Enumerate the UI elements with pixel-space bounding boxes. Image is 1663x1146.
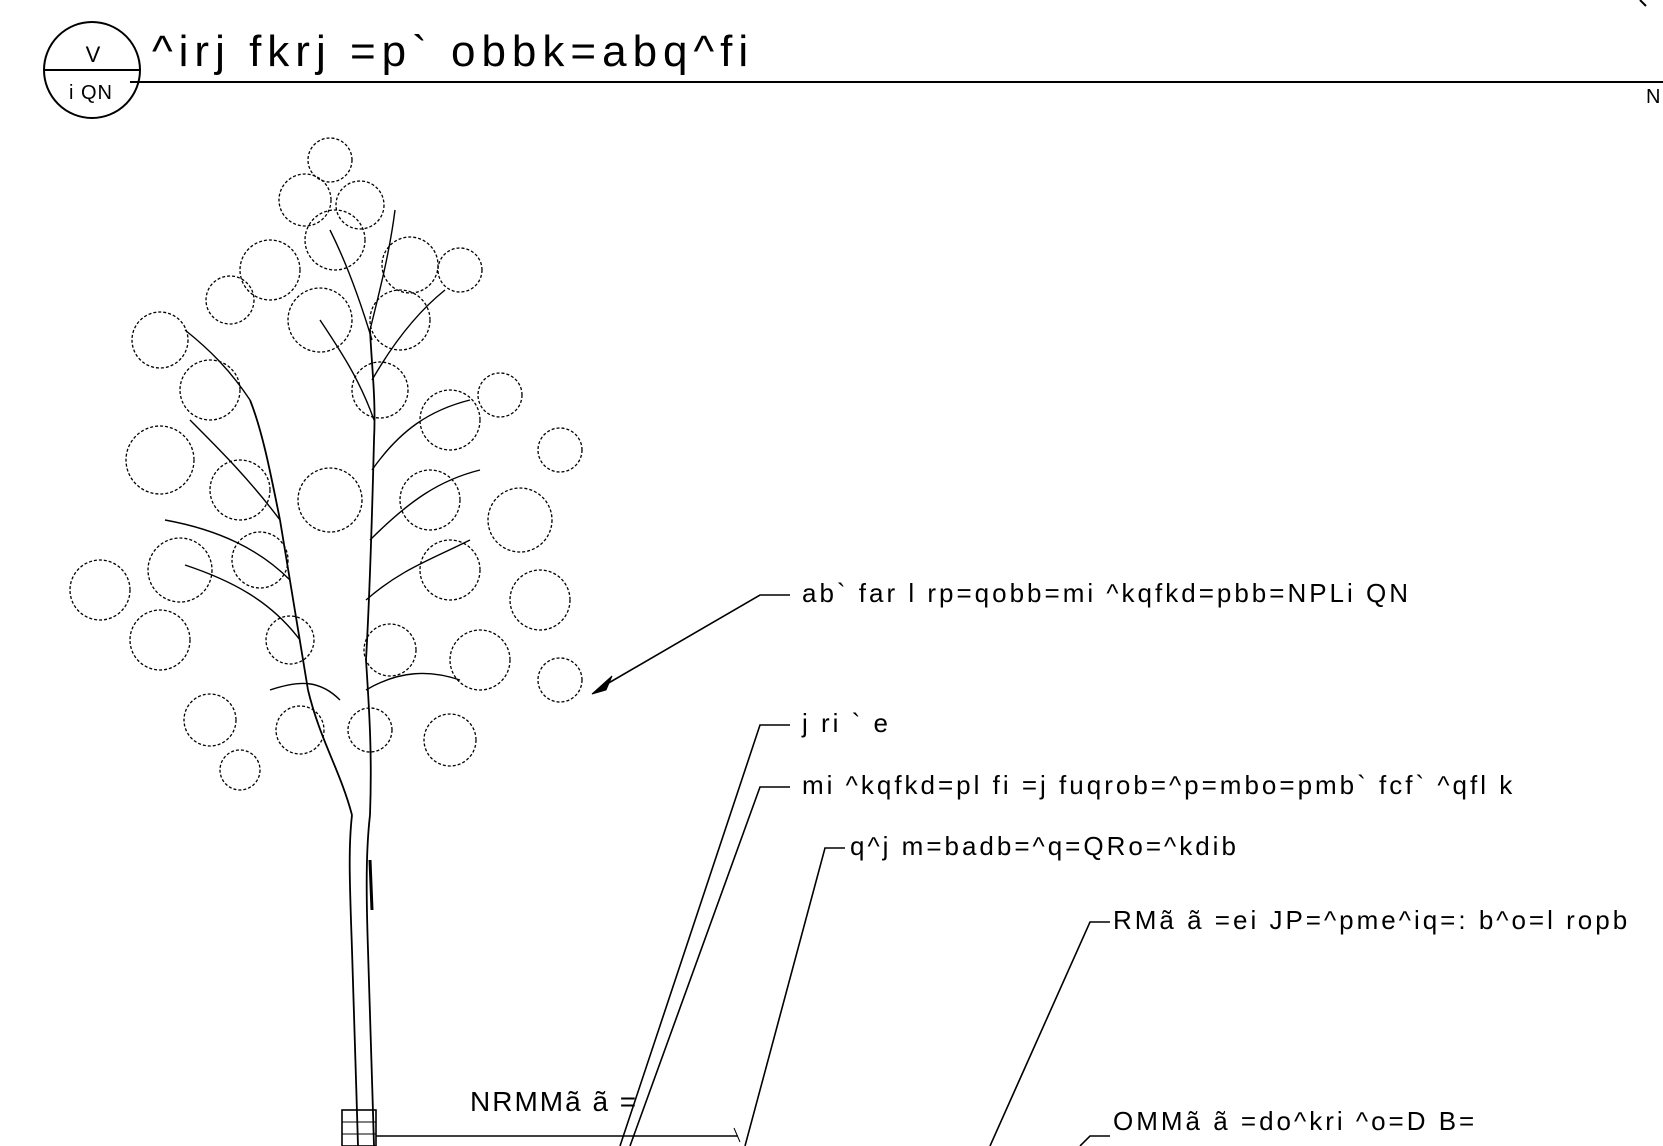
leader-tamp: [744, 847, 845, 1146]
scale-label: N: [1646, 86, 1661, 108]
corner-tick: [1639, 0, 1647, 7]
note-mulch: j ri ` e: [802, 708, 891, 738]
leader-mulch: [619, 724, 790, 1146]
dimension-text: NRMMã ã =: [470, 1086, 639, 1117]
dimension-tick: [733, 1127, 741, 1143]
note-gravel: OMMã ã =do^kri ^o=D B=: [1113, 1106, 1478, 1136]
tree-stake: [368, 859, 374, 911]
tree-canopy-foliage: [69, 137, 583, 791]
leader-gravel: [1079, 1135, 1110, 1146]
leader-planting-soil: [629, 786, 790, 1146]
drawing-title: ^irj fkrj =p` obbk=abq^fi: [152, 27, 755, 76]
note-planting-soil: mi ^kqfkd=pl fi =j fuqrob=^p=mbo=pmb` fc…: [802, 770, 1516, 800]
note-deciduous-tree: ab` far l rp=qobb=mi ^kqfkd=pbb=NPLi QN: [802, 578, 1412, 608]
tree-trunk: [249, 329, 376, 1146]
detail-sheet-reference: i QN: [69, 82, 113, 104]
leader-scarify: [989, 921, 1110, 1146]
note-tamp-edge: q^j m=badb=^q=QRo=^kdib: [850, 831, 1239, 861]
leader-arrowhead: [591, 675, 613, 695]
leader-deciduous: [599, 594, 790, 689]
note-scarify: RMã ã =ei JP=^pme^iq=: b^o=l ropb: [1113, 905, 1631, 935]
detail-number: V: [85, 42, 101, 67]
tree-guard-box: [341, 1109, 377, 1146]
